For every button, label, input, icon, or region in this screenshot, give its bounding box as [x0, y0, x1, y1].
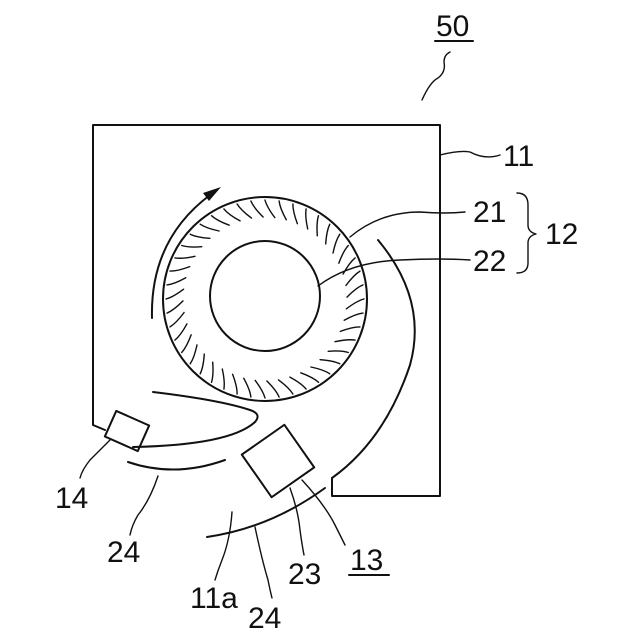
impeller-blade	[222, 369, 224, 389]
impeller-blade	[251, 201, 263, 217]
impeller-blade	[233, 374, 238, 394]
impeller-blade	[175, 256, 195, 258]
impeller-blade	[212, 362, 214, 382]
impeller-blade	[279, 380, 293, 394]
impeller-blade	[335, 340, 355, 342]
impeller-blade	[190, 234, 210, 238]
impeller-blade	[339, 246, 349, 264]
motor-hub	[210, 241, 320, 351]
impeller-blade	[170, 313, 184, 327]
label-13: 13	[350, 544, 383, 577]
leader-11	[440, 151, 500, 156]
impeller-blade	[333, 234, 340, 253]
impeller-blade	[346, 271, 360, 285]
impeller-blade	[347, 285, 363, 297]
impeller-blade	[326, 224, 330, 244]
impeller-blade	[320, 360, 340, 364]
impeller-blade	[340, 327, 360, 332]
impeller-blade	[167, 278, 186, 285]
impeller-blade	[344, 313, 363, 320]
impeller-blade	[293, 204, 298, 224]
leader-11a	[215, 512, 232, 580]
impeller-blade	[182, 335, 192, 353]
label-11: 11	[503, 140, 534, 173]
rotation-arrow	[152, 195, 210, 318]
impeller-blade	[200, 224, 219, 231]
impeller-blade	[167, 301, 183, 313]
sensor-14-box	[105, 411, 149, 451]
tongue-upper-edge	[153, 392, 250, 410]
label-23: 23	[288, 558, 321, 591]
impeller-blade	[190, 345, 197, 364]
impeller-blade	[170, 267, 190, 272]
impeller-blade	[244, 378, 251, 397]
impeller-blades	[166, 200, 364, 398]
tongue-lower-edge	[133, 422, 255, 447]
brace-12	[517, 193, 536, 273]
label-50: 50	[436, 10, 469, 43]
leader-50	[422, 52, 450, 100]
impeller-outer-ring	[163, 197, 367, 401]
impeller-blade	[237, 204, 251, 218]
impeller-blade	[267, 381, 279, 397]
tongue-tip	[250, 410, 258, 422]
housing-outline	[93, 125, 440, 496]
label-24: 24	[107, 536, 140, 569]
impeller-blade	[265, 200, 275, 218]
impeller-blade	[311, 367, 330, 374]
impeller-blade	[328, 351, 348, 353]
label-12: 12	[545, 218, 578, 251]
impeller-blade	[255, 380, 265, 398]
impeller-blade	[290, 377, 306, 389]
housing-edge-11a	[207, 488, 325, 537]
impeller-blade	[200, 354, 204, 374]
impeller-blade	[212, 216, 230, 226]
impeller-blade	[279, 201, 286, 220]
label-21: 21	[473, 196, 506, 229]
leader-24	[130, 476, 158, 535]
impeller-blade	[175, 324, 187, 340]
label-11a: 11a	[190, 582, 238, 615]
leader-24-lower	[255, 527, 272, 598]
label-14: 14	[55, 482, 88, 515]
leader-23	[290, 488, 304, 555]
sensor-13-box	[242, 425, 314, 497]
impeller-blade	[224, 209, 240, 221]
impeller-blade	[182, 246, 202, 248]
leader-14	[80, 440, 110, 478]
impeller-blade	[317, 216, 319, 236]
label-22: 22	[473, 245, 506, 278]
impeller-blade	[346, 299, 364, 309]
guide-24-upper	[128, 460, 225, 470]
impeller-blade	[301, 373, 319, 383]
label-24-lower: 24	[248, 602, 281, 635]
impeller-blade	[166, 289, 184, 299]
leader-21	[350, 212, 465, 237]
impeller-blade	[306, 209, 308, 229]
